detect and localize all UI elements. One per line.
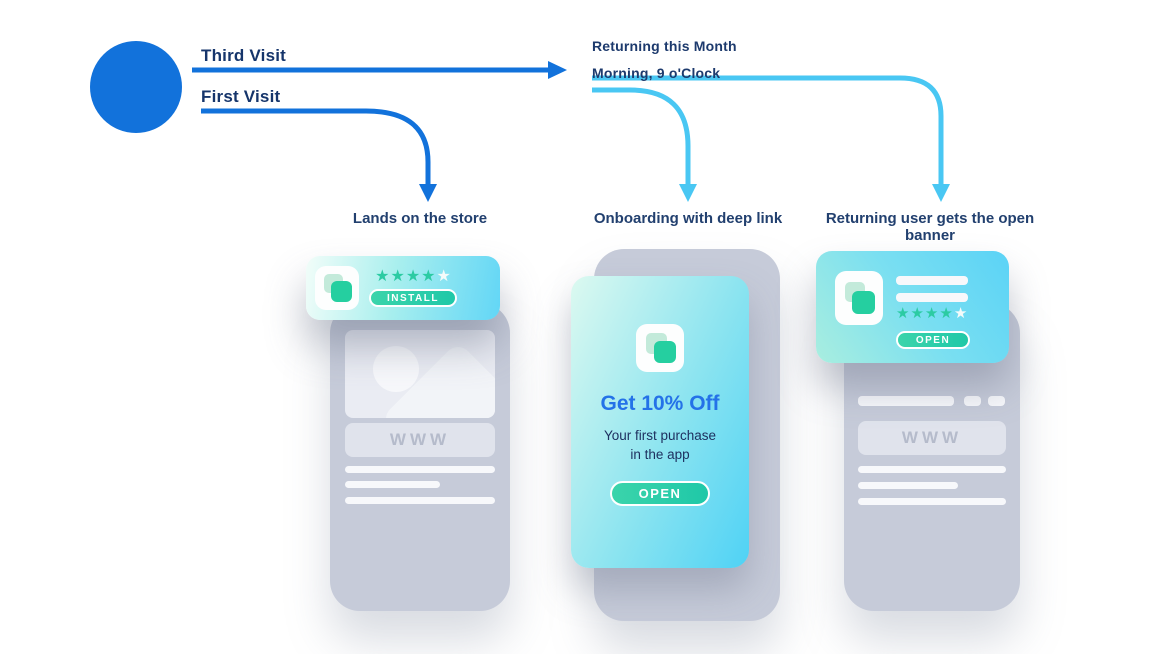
open-banner: ★★★★★ OPEN [816,251,1009,363]
arrowhead-right-icon [548,61,567,79]
text-line-bar [345,481,440,488]
offer-subtitle-line1: Your first purchase [603,428,717,443]
text-line-bar [858,396,954,406]
arrowhead-down-icon [679,184,697,202]
banner-title-bar [896,293,968,302]
third-visit-label: Third Visit [201,46,287,65]
offer-screen: Get 10% Off Your first purchase in the a… [571,276,749,568]
url-bar: WWW [858,421,1006,455]
small-square-bar [988,396,1005,406]
rule-top-label: Returning this Month [592,38,737,54]
rating-stars-icon: ★★★★★ [896,305,968,322]
text-line-bar [345,497,495,504]
rule-bottom-label: Morning, 9 o'Clock [592,65,721,81]
offer-subtitle-line2: in the app [630,446,690,462]
phone-left: WWW [330,303,510,611]
install-button: INSTALL [369,289,457,307]
open-button: OPEN [896,331,970,349]
photo-circle-shape [373,346,419,392]
text-line-bar [345,466,495,473]
text-line-bar [858,482,958,489]
app-icon [835,271,883,325]
image-placeholder [345,330,495,418]
banner-title-bar [896,276,968,285]
open-button: OPEN [610,480,710,506]
small-square-bar [964,396,981,406]
rating-stars-icon: ★★★★★ [375,268,451,285]
app-icon [315,266,359,310]
caption-left: Lands on the store [352,210,488,227]
text-line-bar [858,498,1006,505]
text-line-bar [858,466,1006,473]
app-icon [636,324,684,372]
caption-right: Returning user gets the open banner [825,210,1035,244]
arrowhead-down-icon [932,184,950,202]
caption-middle: Onboarding with deep link [593,210,783,227]
offer-title: Get 10% Off [600,392,720,415]
arrowhead-down-icon [419,184,437,202]
url-bar: WWW [345,423,495,457]
first-visit-label: First Visit [201,87,281,106]
install-banner: ★★★★★ INSTALL [306,256,500,320]
user-dot-icon [90,41,182,133]
